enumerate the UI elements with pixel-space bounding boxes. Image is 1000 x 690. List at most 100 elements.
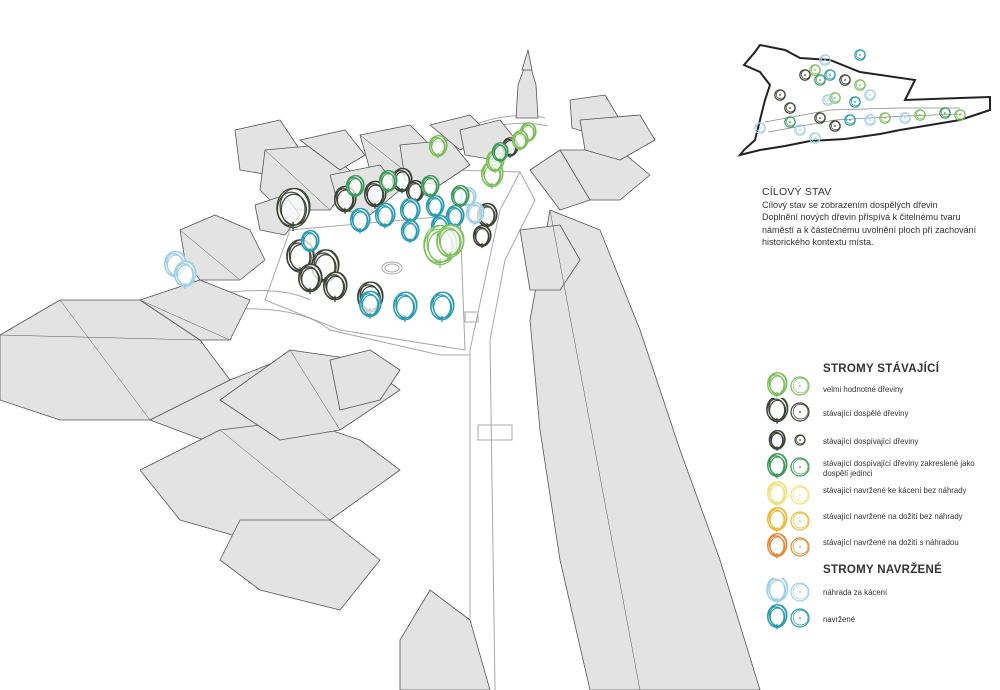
- legend-tree-perspective: [766, 453, 788, 479]
- tree-outline: [809, 132, 821, 144]
- tree-center: [799, 411, 801, 413]
- description-block: CÍLOVÝ STAV Cílový stav se zobrazením do…: [762, 186, 992, 249]
- legend-label: náhrada za kácení: [823, 588, 888, 597]
- tree-crown: [276, 191, 306, 227]
- tree-outline: [790, 582, 810, 602]
- tree-outline: [830, 120, 841, 131]
- inset-tree: [754, 122, 766, 134]
- tree-outline: [754, 122, 766, 134]
- tree-center: [799, 439, 801, 441]
- inset-tree: [784, 116, 796, 128]
- tree: [378, 170, 398, 194]
- tree: [393, 291, 418, 323]
- inset-tree: [784, 102, 796, 114]
- tree-outline: [790, 402, 810, 422]
- tree-center: [919, 114, 921, 116]
- tree: [511, 130, 529, 151]
- tree: [349, 207, 371, 234]
- inset-tree: [822, 94, 834, 106]
- tree-outline: [809, 64, 821, 76]
- tree-outline: [849, 96, 861, 108]
- inset-tree: [829, 92, 841, 104]
- roof-ridge: [179, 229, 241, 281]
- tree-outline: [840, 74, 851, 85]
- tree-center: [814, 69, 816, 71]
- tree-outline: [790, 457, 810, 477]
- tree-center: [819, 79, 821, 81]
- tree-center: [834, 97, 836, 99]
- inset-tree: [829, 120, 841, 132]
- tree-outline: [792, 583, 809, 600]
- roof-ridge: [59, 299, 151, 421]
- tree-outline: [823, 94, 834, 105]
- tree-outline: [784, 102, 796, 114]
- tree: [300, 230, 320, 254]
- tree-outline: [790, 376, 810, 396]
- tree-center: [799, 617, 801, 619]
- tree-center: [859, 54, 861, 56]
- legend-tree-plan: [790, 537, 810, 557]
- roof-ridge: [549, 209, 641, 690]
- tree: [358, 290, 382, 319]
- tree-crown: [298, 266, 320, 292]
- inset-tree: [844, 114, 856, 126]
- tree-crown: [334, 188, 354, 212]
- legend-tree-perspective: [766, 481, 788, 507]
- description-subheading: Cílový stav se zobrazením dospělých dřev…: [762, 199, 938, 210]
- tree-outline: [850, 96, 861, 107]
- legend-item-mature: stávající dospělé dřeviny: [765, 398, 995, 428]
- legend-tree-plan: [790, 402, 810, 422]
- tree-outline: [914, 109, 926, 121]
- tree-crown: [174, 263, 194, 287]
- tree-crown: [323, 274, 345, 300]
- legend-item-end-of-life: stávající navržené na dožití bez náhrady: [765, 507, 995, 537]
- tree-outline: [899, 112, 911, 124]
- tree-outline: [819, 54, 831, 66]
- tree-center: [799, 546, 801, 548]
- tree-center: [799, 385, 801, 387]
- tree-center: [959, 114, 961, 116]
- tree-outline: [940, 107, 951, 118]
- dark-young-tree-icon: [768, 429, 806, 451]
- building: [519, 224, 581, 291]
- legend-proposed-title: STROMY NAVRŽENÉ: [823, 564, 943, 576]
- tree-crown: [359, 293, 379, 317]
- tree-center: [869, 119, 871, 121]
- tree-outline: [879, 112, 891, 124]
- tree: [428, 135, 448, 159]
- tree-center: [869, 94, 871, 96]
- tree-outline: [939, 107, 951, 119]
- legend-label: velmi hodnotné dřeviny: [823, 385, 904, 394]
- legend-tree-plan: [790, 457, 810, 477]
- legend-label: stávající navržené na dožití bez náhrady: [823, 512, 963, 521]
- gold-tree-icon: [766, 507, 810, 533]
- legend-label: stávající navržené na dožití s náhradou: [823, 538, 959, 547]
- legend-tree-plan: [790, 511, 810, 531]
- tree-crown: [436, 227, 461, 257]
- tree-outline: [814, 74, 826, 86]
- inset-tree: [939, 107, 951, 119]
- tree-outline: [792, 609, 809, 626]
- tree-outline: [792, 377, 809, 394]
- inset-tree: [899, 112, 911, 124]
- inset-tree: [814, 112, 826, 124]
- tree-outline: [864, 89, 876, 101]
- tree: [491, 142, 509, 163]
- legend-tree-perspective: [766, 372, 788, 398]
- tree-outline: [829, 120, 841, 132]
- tree: [323, 271, 348, 303]
- roof-ridge: [139, 299, 231, 341]
- tree-center: [799, 494, 801, 496]
- tree-center: [804, 74, 806, 76]
- tree-outline: [900, 112, 911, 123]
- inset-tree: [774, 89, 786, 101]
- legend-item-very-valuable: velmi hodnotné dřeviny: [765, 372, 995, 402]
- tree-outline: [799, 69, 811, 81]
- tree-outline: [865, 89, 876, 100]
- green-tree-icon: [766, 453, 810, 479]
- inset-tree: [854, 79, 866, 91]
- tree-center: [884, 117, 886, 119]
- inset-trees: [754, 49, 966, 144]
- inset-tree: [954, 109, 966, 121]
